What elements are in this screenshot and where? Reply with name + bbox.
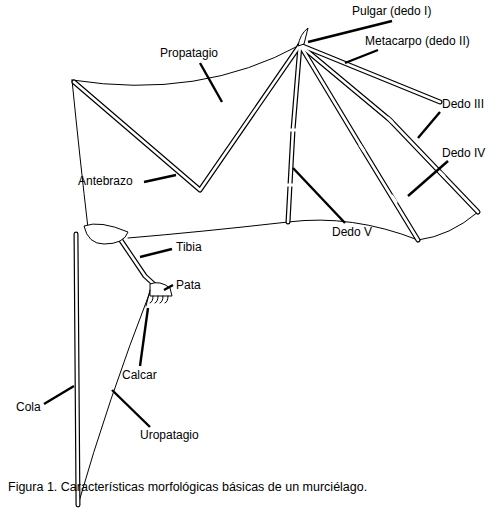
claw [160,296,163,303]
leader-lines [44,21,448,427]
part-label: Calcar [122,368,157,382]
body-edge [72,80,88,228]
leader-line [140,308,148,366]
joint-gap [287,184,293,187]
joint-gap [440,172,444,176]
part-label: Dedo IV [442,146,485,160]
finger-five [288,45,300,222]
leader-line [200,63,222,102]
leader-line [144,175,176,182]
leg-bone [118,236,158,288]
tail-bone [76,234,78,505]
finger-four [300,45,418,240]
finger-three [300,45,478,212]
part-label: Propatagio [160,46,218,60]
calcar-spur [146,290,150,306]
bone-outline [74,45,478,505]
finger-two [300,45,440,102]
leader-line [140,249,172,257]
part-label: Uropatagio [140,428,199,442]
part-label: Antebrazo [78,174,133,188]
finger-two [300,45,440,102]
joint-gap [392,196,396,202]
finger-three [300,45,478,212]
claw [150,296,153,303]
joint-gap [360,145,364,151]
claws [146,290,168,306]
figure-caption: Figura 1. Características morfológicas b… [8,478,492,497]
leader-line [408,161,448,196]
claw [155,296,158,303]
wing-membrane [72,45,478,505]
uropatagium-edge [78,292,150,505]
leader-line [293,168,345,223]
arm-bone [74,45,300,190]
part-label: Cola [16,400,41,414]
tail-bone [76,234,78,505]
trailing-edge [128,212,478,240]
claw [165,296,168,303]
leader-line [345,50,378,63]
leader-line [164,285,173,290]
bones [74,45,478,505]
part-label: Metacarpo (dedo II) [365,34,470,48]
leader-line [44,386,74,404]
joint-gaps [287,118,444,202]
leader-line [112,390,150,427]
joint-gap [290,129,296,132]
arm-bone [74,45,300,190]
hip [84,224,128,244]
part-label: Tibia [176,240,202,254]
finger-four [300,45,418,240]
part-label: Dedo III [442,97,484,111]
part-label: Pata [176,278,201,292]
joint-gap [388,118,392,122]
leg-bone [118,236,158,288]
thumb [298,28,308,46]
foot [150,283,172,296]
finger-five [288,45,300,222]
part-label: Pulgar (dedo I) [352,4,431,18]
leader-line [418,112,440,138]
leading-edge [72,45,300,85]
part-label: Dedo V [332,225,372,239]
bone-fill [74,45,478,505]
body-parts [84,28,308,296]
